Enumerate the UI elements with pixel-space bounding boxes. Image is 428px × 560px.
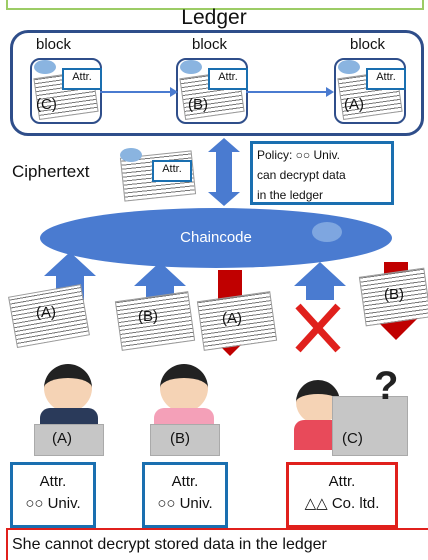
attr-tag: Attr. (208, 68, 248, 90)
chain-arrowhead-1 (170, 87, 178, 97)
attr-tag: Attr. (62, 68, 102, 90)
key-icon (312, 222, 342, 242)
policy-line-1: Policy: ○○ Univ. (257, 148, 340, 162)
flow-label-b: (B) (138, 308, 158, 325)
up-arrow-b (134, 262, 186, 300)
user-b-org: ○○ Univ. (157, 495, 213, 512)
block-label-3: block (350, 36, 386, 53)
attr-tag: Attr. (366, 68, 406, 90)
block-letter: (A) (344, 96, 364, 113)
user-a-laptop (34, 424, 104, 456)
user-c-tag: (C) (342, 430, 363, 447)
chaincode-ellipse: Chaincode (40, 208, 392, 268)
user-a-org: ○○ Univ. (25, 495, 81, 512)
flow-label-b2: (B) (384, 286, 404, 303)
flow-label-a: (A) (36, 304, 56, 321)
block-letter: (C) (36, 96, 57, 113)
ciphertext-attr-tag: Attr. (152, 160, 192, 182)
policy-box: Policy: ○○ Univ. can decrypt data in the… (250, 141, 394, 205)
block-letter: (B) (188, 96, 208, 113)
user-a-attr-card: Attr. ○○ Univ. (10, 462, 96, 528)
up-arrow-c (294, 262, 346, 300)
policy-line-3: in the ledger (257, 188, 324, 202)
footer-note: She cannot decrypt stored data in the le… (6, 528, 428, 560)
user-a-attr-label: Attr. (39, 473, 67, 490)
user-c-attr-label: Attr. (328, 473, 356, 490)
user-b-attr-label: Attr. (171, 473, 199, 490)
ledger-block-2: Attr. (B) (176, 58, 248, 124)
user-a-tag: (A) (52, 430, 72, 447)
policy-line-2: can decrypt data (257, 168, 346, 182)
key-icon (120, 148, 142, 162)
key-icon (338, 60, 360, 74)
block-label-2: block (192, 36, 228, 53)
user-b-attr-card: Attr. ○○ Univ. (142, 462, 228, 528)
ledger-container (10, 30, 424, 136)
user-c-org: △△ Co. ltd. (304, 495, 380, 512)
chain-arrowhead-2 (326, 87, 334, 97)
user-a-avatar (44, 364, 92, 412)
ledger-block-3: Attr. (A) (334, 58, 406, 124)
question-mark-icon: ? (374, 364, 399, 408)
flow-label-a2: (A) (222, 310, 242, 327)
ledger-title: Ledger (181, 6, 247, 29)
user-b-tag: (B) (170, 430, 190, 447)
user-b-avatar (160, 364, 208, 412)
user-c-laptop (332, 396, 408, 456)
user-b-laptop (150, 424, 220, 456)
ledger-sync-arrow (208, 138, 240, 206)
key-icon (180, 60, 202, 74)
deny-cross-b (295, 303, 341, 353)
key-icon (34, 60, 56, 74)
ciphertext-label: Ciphertext (12, 162, 90, 181)
top-frame (6, 0, 424, 10)
block-label-1: block (36, 36, 72, 53)
user-c-attr-card: Attr. △△ Co. ltd. (286, 462, 398, 528)
